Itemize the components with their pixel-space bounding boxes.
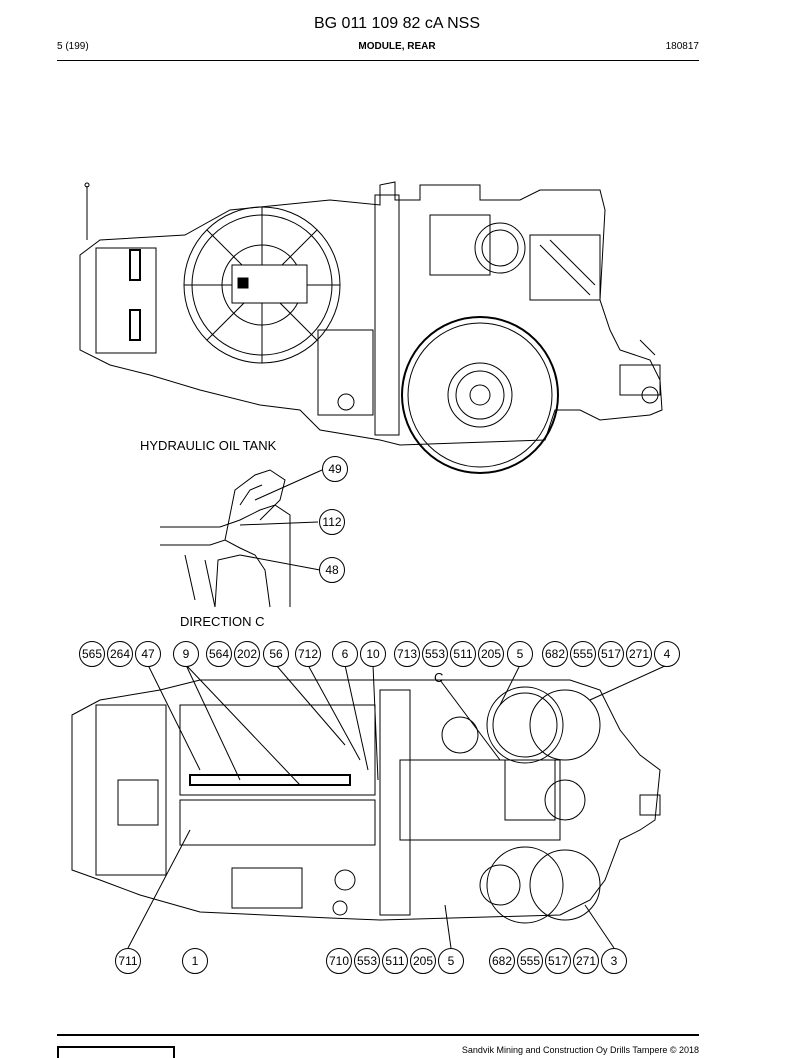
callout-bubble: 511 <box>382 948 408 974</box>
callout-bubble: 712 <box>295 641 321 667</box>
copyright-text: Sandvik Mining and Construction Oy Drill… <box>461 1045 699 1055</box>
callout-bubble: 565 <box>79 641 105 667</box>
callout-bubble: 682 <box>542 641 568 667</box>
detail-view-drawing <box>160 469 323 608</box>
document-title: BG 011 109 82 cA NSS <box>313 15 481 32</box>
callout-bubble: 511 <box>450 641 476 667</box>
section-title: MODULE, REAR <box>358 41 436 52</box>
callout-bubble: 3 <box>601 948 627 974</box>
header-rule <box>57 60 699 61</box>
callout-bubble: 517 <box>598 641 624 667</box>
callout-bubble: 553 <box>354 948 380 974</box>
view-c-marker: C <box>434 670 444 685</box>
company-logo <box>57 1046 175 1058</box>
callout-bubble: 205 <box>478 641 504 667</box>
callout-bubble: 555 <box>517 948 543 974</box>
callout-bubble: 205 <box>410 948 436 974</box>
callout-bubble: 202 <box>234 641 260 667</box>
callout-bubble: 271 <box>626 641 652 667</box>
callout-bubble: 1 <box>182 948 208 974</box>
callout-bubble: 555 <box>570 641 596 667</box>
callout-bubble: 553 <box>422 641 448 667</box>
callout-bubble: 5 <box>507 641 533 667</box>
callout-bubble: 271 <box>573 948 599 974</box>
callout-bubble: 47 <box>135 641 161 667</box>
callout-bubble: 711 <box>115 948 141 974</box>
hydraulic-oil-tank-label: HYDRAULIC OIL TANK <box>140 438 277 453</box>
callout-bubble: 56 <box>263 641 289 667</box>
side-view-drawing <box>79 181 663 474</box>
callout-bubble: 10 <box>360 641 386 667</box>
callout-bubble: 9 <box>173 641 199 667</box>
callout-bubble: 264 <box>107 641 133 667</box>
callout-bubble: 517 <box>545 948 571 974</box>
page-number: 5 (199) <box>57 41 89 52</box>
callout-bubble: 48 <box>319 557 345 583</box>
callout-bubble: 564 <box>206 641 232 667</box>
callout-leaders <box>127 664 668 949</box>
top-view-drawing <box>71 679 661 924</box>
callout-bubble: 710 <box>326 948 352 974</box>
callout-bubble: 5 <box>438 948 464 974</box>
callout-bubble: 112 <box>319 509 345 535</box>
direction-c-label: DIRECTION C <box>180 614 265 629</box>
callout-bubble: 6 <box>332 641 358 667</box>
callout-bubble: 713 <box>394 641 420 667</box>
callout-bubble: 682 <box>489 948 515 974</box>
footer-rule <box>57 1034 699 1036</box>
document-date: 180817 <box>665 41 699 52</box>
callout-bubble: 4 <box>654 641 680 667</box>
callout-bubble: 49 <box>322 456 348 482</box>
